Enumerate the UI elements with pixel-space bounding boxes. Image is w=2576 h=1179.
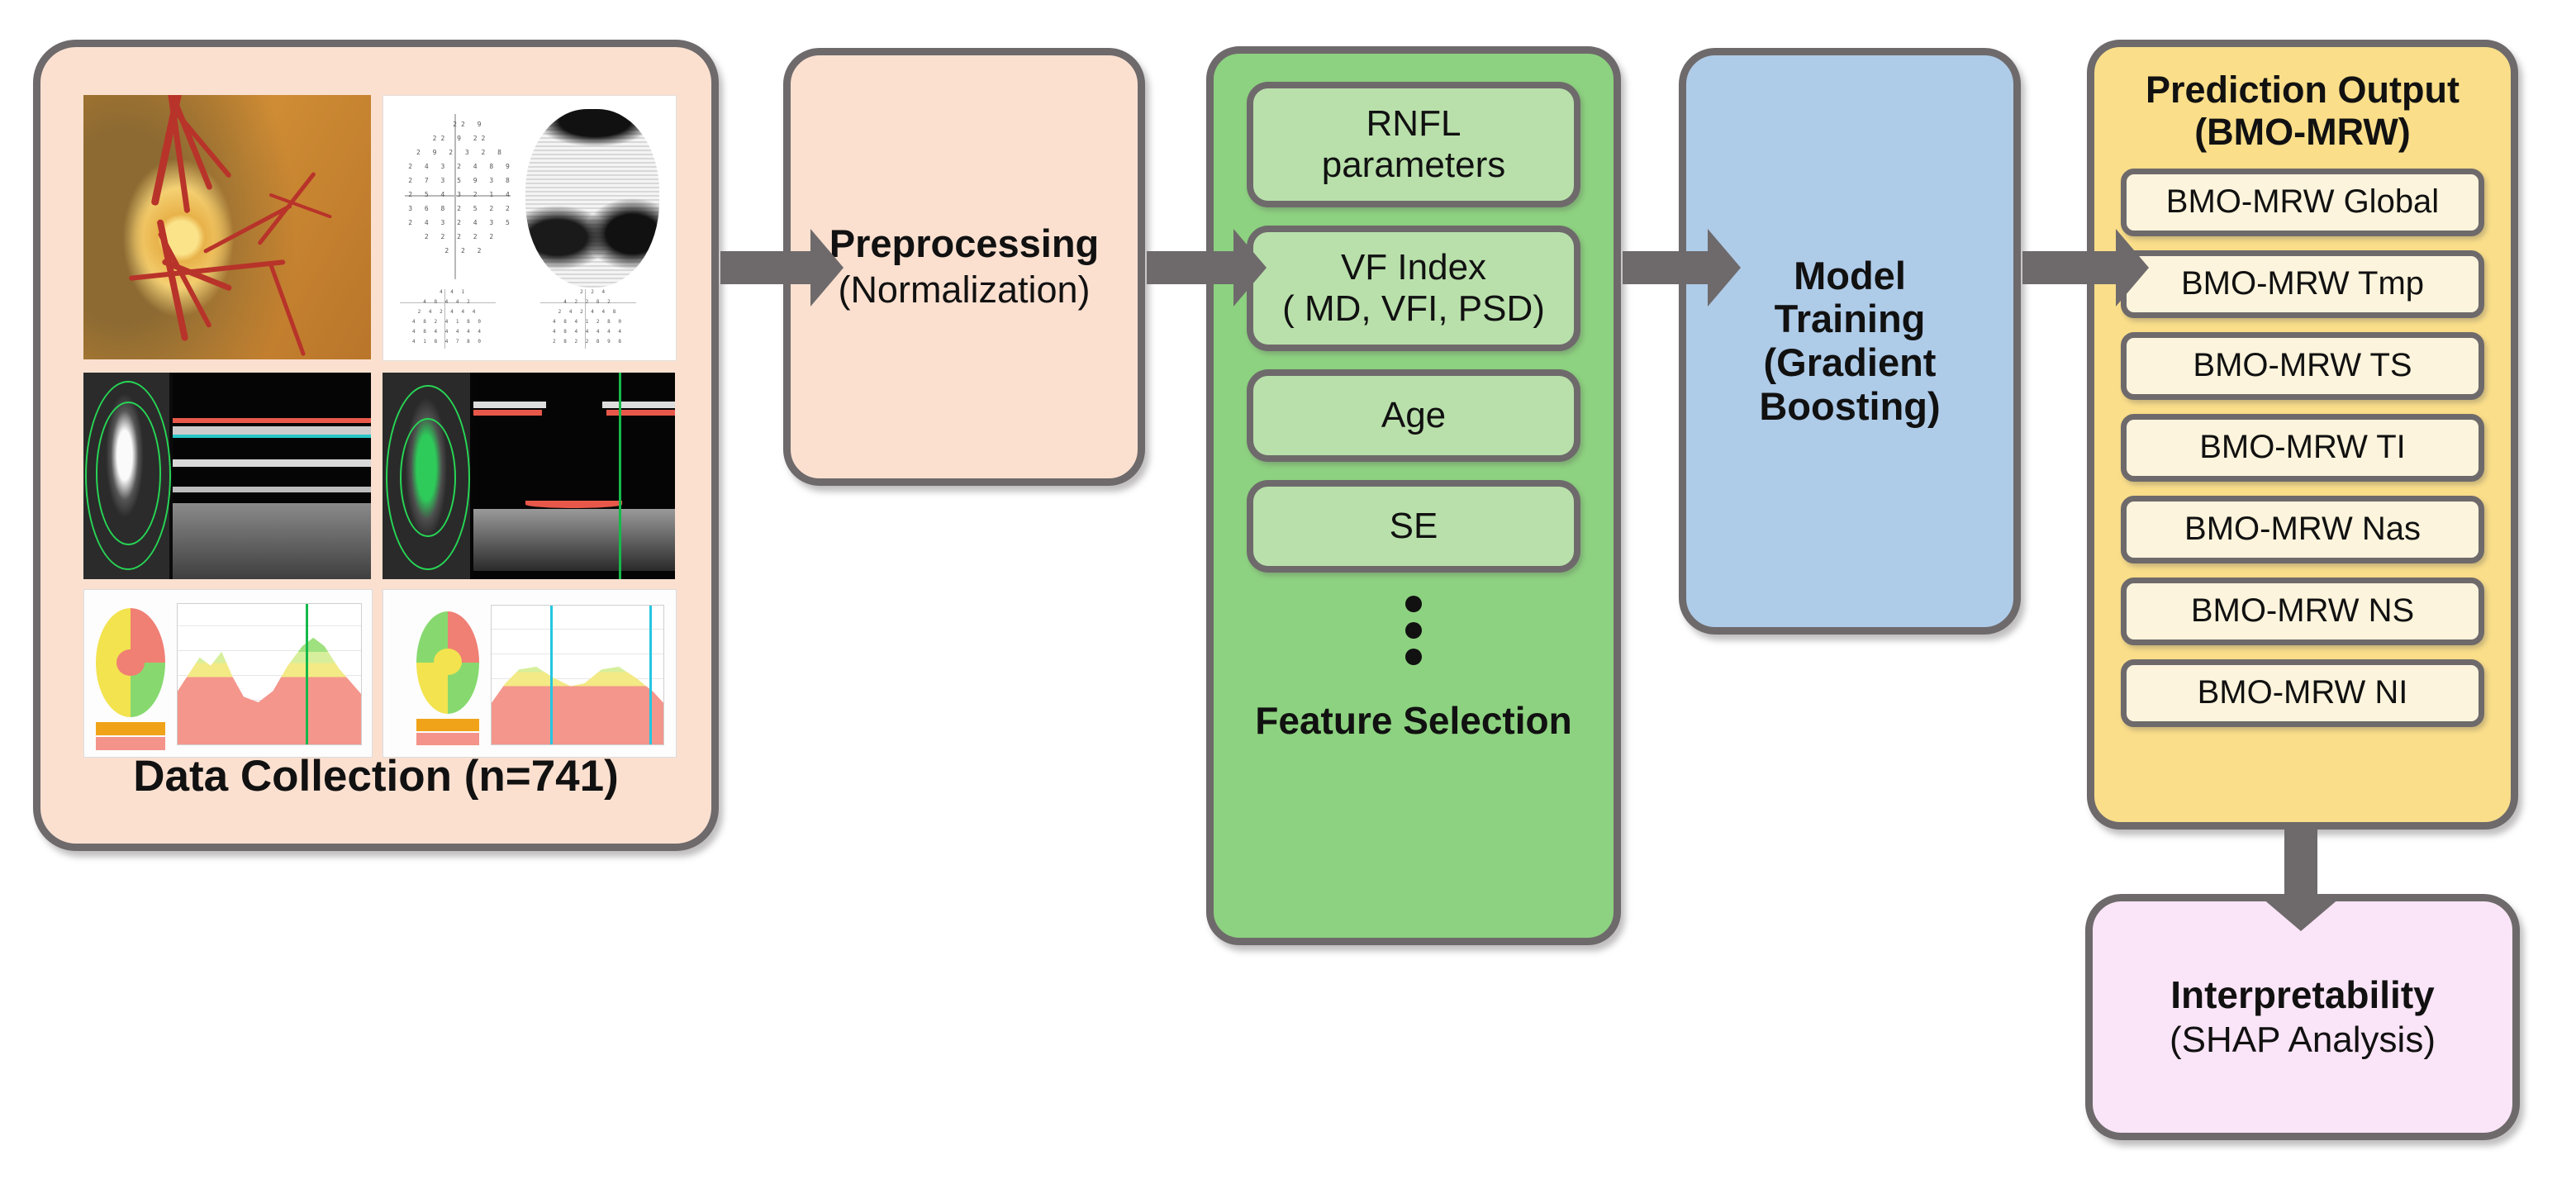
prediction-output-title: Prediction Output (BMO-MRW)	[2146, 69, 2460, 154]
feature-age-label: Age	[1381, 394, 1447, 435]
feature-pill-rnfl[interactable]: RNFL parameters	[1247, 82, 1580, 207]
output-label-ni: BMO-MRW NI	[2197, 674, 2408, 711]
output-pill-ts[interactable]: BMO-MRW TS	[2121, 331, 2484, 400]
data-collection-label: Data Collection (n=741)	[133, 751, 619, 801]
output-label-ts: BMO-MRW TS	[2193, 347, 2412, 384]
node-model-training[interactable]: Model Training (Gradient Boosting)	[1679, 48, 2021, 635]
output-label-ti: BMO-MRW TI	[2199, 429, 2406, 466]
prediction-output-title-line2: (BMO-MRW)	[2194, 111, 2411, 154]
arrow-preprocessing-to-feature-selection-icon	[1147, 229, 1267, 307]
feature-rnfl-line1: RNFL	[1366, 102, 1461, 144]
output-label-tmp: BMO-MRW Tmp	[2180, 265, 2425, 302]
rnfl-thickness-profile-left-image	[83, 589, 373, 758]
output-pill-nas[interactable]: BMO-MRW Nas	[2121, 495, 2484, 563]
oct-rnfl-bscan-image	[83, 373, 371, 579]
feature-vf-line1: VF Index	[1340, 246, 1487, 288]
node-feature-selection[interactable]: RNFL parameters VF Index ( MD, VFI, PSD)…	[1206, 46, 1621, 945]
output-label-nas: BMO-MRW Nas	[2184, 511, 2421, 548]
feature-selection-label: Feature Selection	[1255, 699, 1572, 742]
interpretability-subtitle: (SHAP Analysis)	[2170, 1020, 2436, 1061]
output-pill-ni[interactable]: BMO-MRW NI	[2121, 658, 2484, 727]
model-training-line4: Boosting)	[1759, 383, 1941, 428]
interpretability-title: Interpretability	[2170, 972, 2435, 1016]
fundus-photograph-image	[83, 95, 371, 359]
oct-onh-bscan-image	[383, 373, 675, 579]
arrow-feature-selection-to-model-training-icon	[1623, 229, 1741, 307]
output-pill-ti[interactable]: BMO-MRW TI	[2121, 413, 2484, 482]
output-label-global: BMO-MRW Global	[2165, 183, 2440, 221]
output-pill-ns[interactable]: BMO-MRW NS	[2121, 577, 2484, 645]
preprocessing-subtitle: (Normalization)	[838, 269, 1091, 311]
feature-pill-se[interactable]: SE	[1247, 480, 1580, 573]
feature-pill-age[interactable]: Age	[1247, 369, 1580, 462]
feature-vf-line2: ( MD, VFI, PSD)	[1282, 288, 1545, 329]
model-training-line1: Model	[1794, 253, 1906, 297]
arrow-data-collection-to-preprocessing-icon	[720, 229, 844, 307]
output-pill-global[interactable]: BMO-MRW Global	[2121, 168, 2484, 236]
feature-rnfl-line2: parameters	[1321, 145, 1506, 185]
node-preprocessing[interactable]: Preprocessing (Normalization)	[783, 48, 1145, 486]
feature-list-ellipsis-icon	[1405, 596, 1422, 675]
model-training-line3: (Gradient	[1763, 340, 1937, 384]
output-label-ns: BMO-MRW NS	[2190, 592, 2415, 630]
output-pill-tmp[interactable]: BMO-MRW Tmp	[2121, 250, 2484, 318]
prediction-output-title-line1: Prediction Output	[2146, 69, 2460, 111]
arrow-model-training-to-prediction-output-icon	[2022, 229, 2149, 307]
rnfl-thickness-profile-right-image	[383, 589, 677, 758]
feature-pill-vf-index[interactable]: VF Index ( MD, VFI, PSD)	[1247, 226, 1580, 351]
feature-se-label: SE	[1389, 505, 1438, 546]
model-training-line2: Training	[1774, 297, 1926, 341]
preprocessing-title: Preprocessing	[829, 221, 1100, 266]
node-prediction-output[interactable]: Prediction Output (BMO-MRW) BMO-MRW Glob…	[2087, 40, 2518, 830]
arrow-prediction-output-to-interpretability-icon	[2262, 825, 2340, 931]
